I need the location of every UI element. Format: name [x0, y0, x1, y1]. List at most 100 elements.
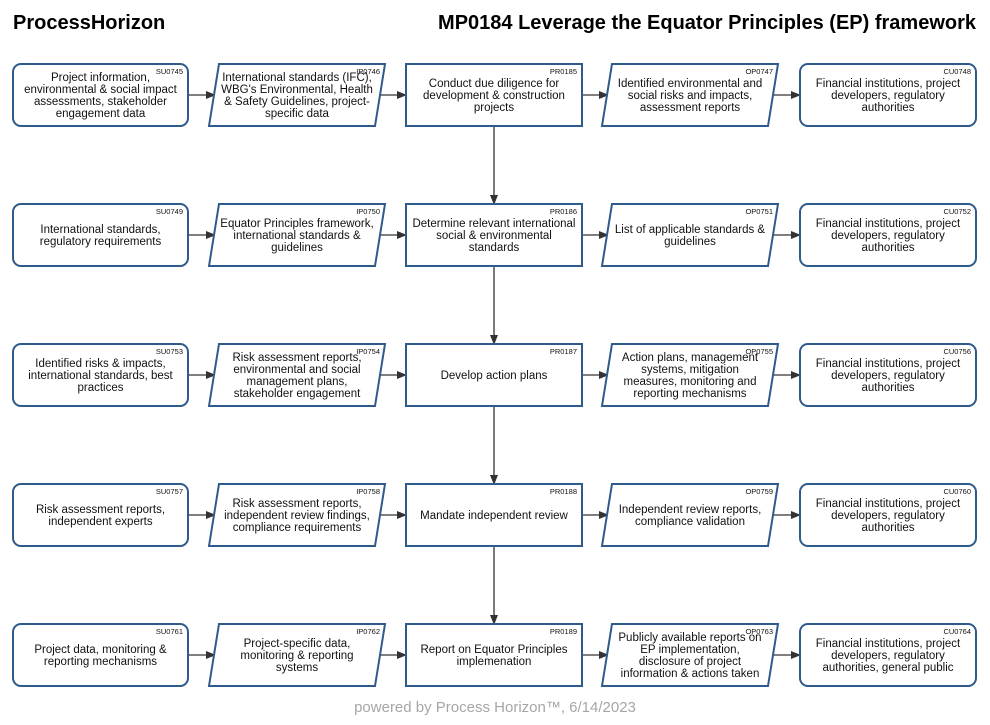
input-label: Risk assessment reports,environmental an…: [232, 352, 361, 400]
input-label-line: Risk assessment reports,: [232, 498, 361, 510]
input-label-line: systems: [276, 662, 318, 674]
process-label-line: development & construction: [423, 90, 565, 102]
footer-credit: powered by Process Horizon™, 6/14/2023: [354, 699, 636, 716]
customer-shape: [799, 623, 977, 687]
supplier-shape: [12, 203, 189, 267]
customer-shape: [799, 343, 977, 407]
supplier-label-line: reporting mechanisms: [44, 656, 157, 668]
supplier-id: SU0761: [156, 627, 183, 636]
customer-label-line: developers, regulatory: [831, 510, 945, 522]
supplier-label-line: engagement data: [56, 108, 146, 120]
output-label-line: Publicly available reports on: [618, 632, 761, 644]
process-id: PR0188: [550, 487, 577, 496]
input-label-line: WBG's Environmental, Health: [221, 84, 373, 96]
output-label-line: reporting mechanisms: [633, 388, 746, 400]
process-label-line: projects: [474, 102, 515, 114]
supplier-shape: [12, 623, 189, 687]
input-id: IP0758: [356, 487, 380, 496]
supplier-label-line: environmental & social impact: [24, 84, 178, 96]
customer-label-line: Financial institutions, project: [816, 358, 961, 370]
supplier-label-line: Project data, monitoring &: [34, 644, 167, 656]
customer-label-line: authorities, general public: [822, 662, 953, 674]
customer-label-line: authorities: [861, 242, 914, 254]
process-shape: [405, 343, 583, 407]
supplier-label: Identified risks & impacts,international…: [28, 358, 173, 394]
customer-label-line: Financial institutions, project: [816, 218, 961, 230]
customer-label-line: authorities: [861, 522, 914, 534]
input-id: IP0754: [356, 347, 380, 356]
output-shape: [600, 63, 780, 127]
output-label: Independent review reports,compliance va…: [619, 504, 762, 528]
input-label-line: compliance requirements: [233, 522, 362, 534]
input-shape: [207, 343, 387, 407]
customer-id: CU0752: [943, 207, 971, 216]
customer-label-line: developers, regulatory: [831, 90, 945, 102]
process-shape: [405, 483, 583, 547]
supplier-id: SU0753: [156, 347, 183, 356]
input-label-line: independent review findings,: [224, 510, 370, 522]
customer-shape: [799, 203, 977, 267]
process-shape: [405, 623, 583, 687]
input-label-line: stakeholder engagement: [234, 388, 361, 400]
input-label-line: management plans,: [246, 376, 347, 388]
input-label-line: environmental and social: [233, 364, 360, 376]
supplier-id: SU0749: [156, 207, 183, 216]
customer-label-line: developers, regulatory: [831, 370, 945, 382]
brand-logo-text: ProcessHorizon: [13, 12, 166, 34]
output-label-line: compliance validation: [635, 516, 745, 528]
process-label-line: Determine relevant international: [412, 218, 575, 230]
output-id: OP0751: [745, 207, 773, 216]
customer-id: CU0764: [943, 627, 971, 636]
process-label-line: Report on Equator Principles: [420, 644, 567, 656]
input-label-line: & Safety Guidelines, project-: [224, 96, 370, 108]
input-label-line: Equator Principles framework,: [220, 218, 373, 230]
output-label-line: systems, mitigation: [641, 364, 739, 376]
supplier-id: SU0745: [156, 67, 183, 76]
process-label-line: social & environmental: [436, 230, 552, 242]
output-label-line: information & actions taken: [621, 668, 760, 680]
process-id: PR0189: [550, 627, 577, 636]
output-label-line: social risks and impacts,: [628, 90, 753, 102]
supplier-label-line: International standards,: [40, 224, 160, 236]
output-label-line: Action plans, management: [622, 352, 759, 364]
output-shape: [600, 623, 780, 687]
customer-label-line: Financial institutions, project: [816, 498, 961, 510]
output-label-line: EP implementation,: [640, 644, 740, 656]
output-label-line: List of applicable standards &: [615, 224, 766, 236]
input-label-line: Risk assessment reports,: [232, 352, 361, 364]
